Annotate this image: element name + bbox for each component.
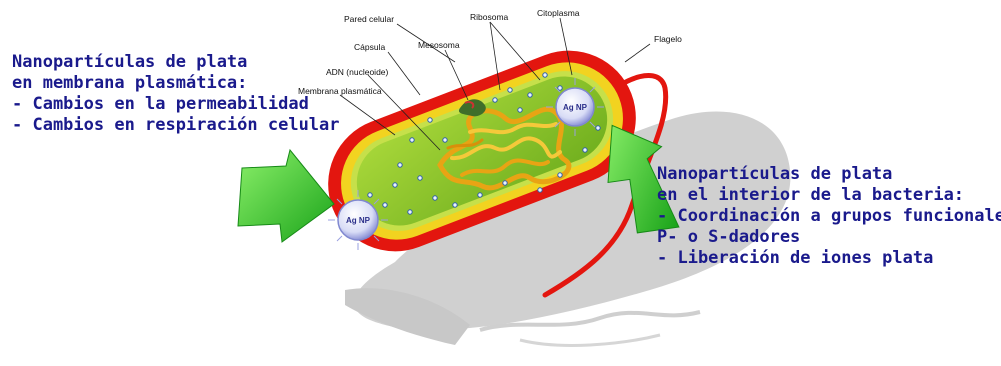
label-pared-celular: Pared celular	[344, 14, 394, 24]
callout-line: - Cambios en la permeabilidad	[12, 94, 340, 115]
interior-effects-callout: Nanopartículas de plata en el interior d…	[657, 164, 1001, 269]
callout-line: - Cambios en respiración celular	[12, 115, 340, 136]
membrane-effects-callout: Nanopartículas de plata en membrana plas…	[12, 52, 340, 136]
callout-line: en el interior de la bacteria:	[657, 185, 1001, 206]
callout-line: - Coordinación a grupos funcionales	[657, 206, 1001, 227]
label-mesosoma: Mesosoma	[418, 40, 460, 50]
label-ribosoma: Ribosoma	[470, 12, 509, 22]
ag-np-label-interior: Ag NP	[563, 103, 588, 112]
callout-line: Nanopartículas de plata	[12, 52, 340, 73]
left-green-arrow	[238, 150, 334, 242]
callout-line: - Liberación de iones plata	[657, 248, 1001, 269]
ag-np-label-membrane: Ag NP	[346, 216, 371, 225]
label-flagelo: Flagelo	[654, 34, 682, 44]
label-capsula: Cápsula	[354, 42, 385, 52]
callout-line: P- o S-dadores	[657, 227, 1001, 248]
label-citoplasma: Citoplasma	[537, 8, 580, 18]
callout-line: en membrana plasmática:	[12, 73, 340, 94]
callout-line: Nanopartículas de plata	[657, 164, 1001, 185]
